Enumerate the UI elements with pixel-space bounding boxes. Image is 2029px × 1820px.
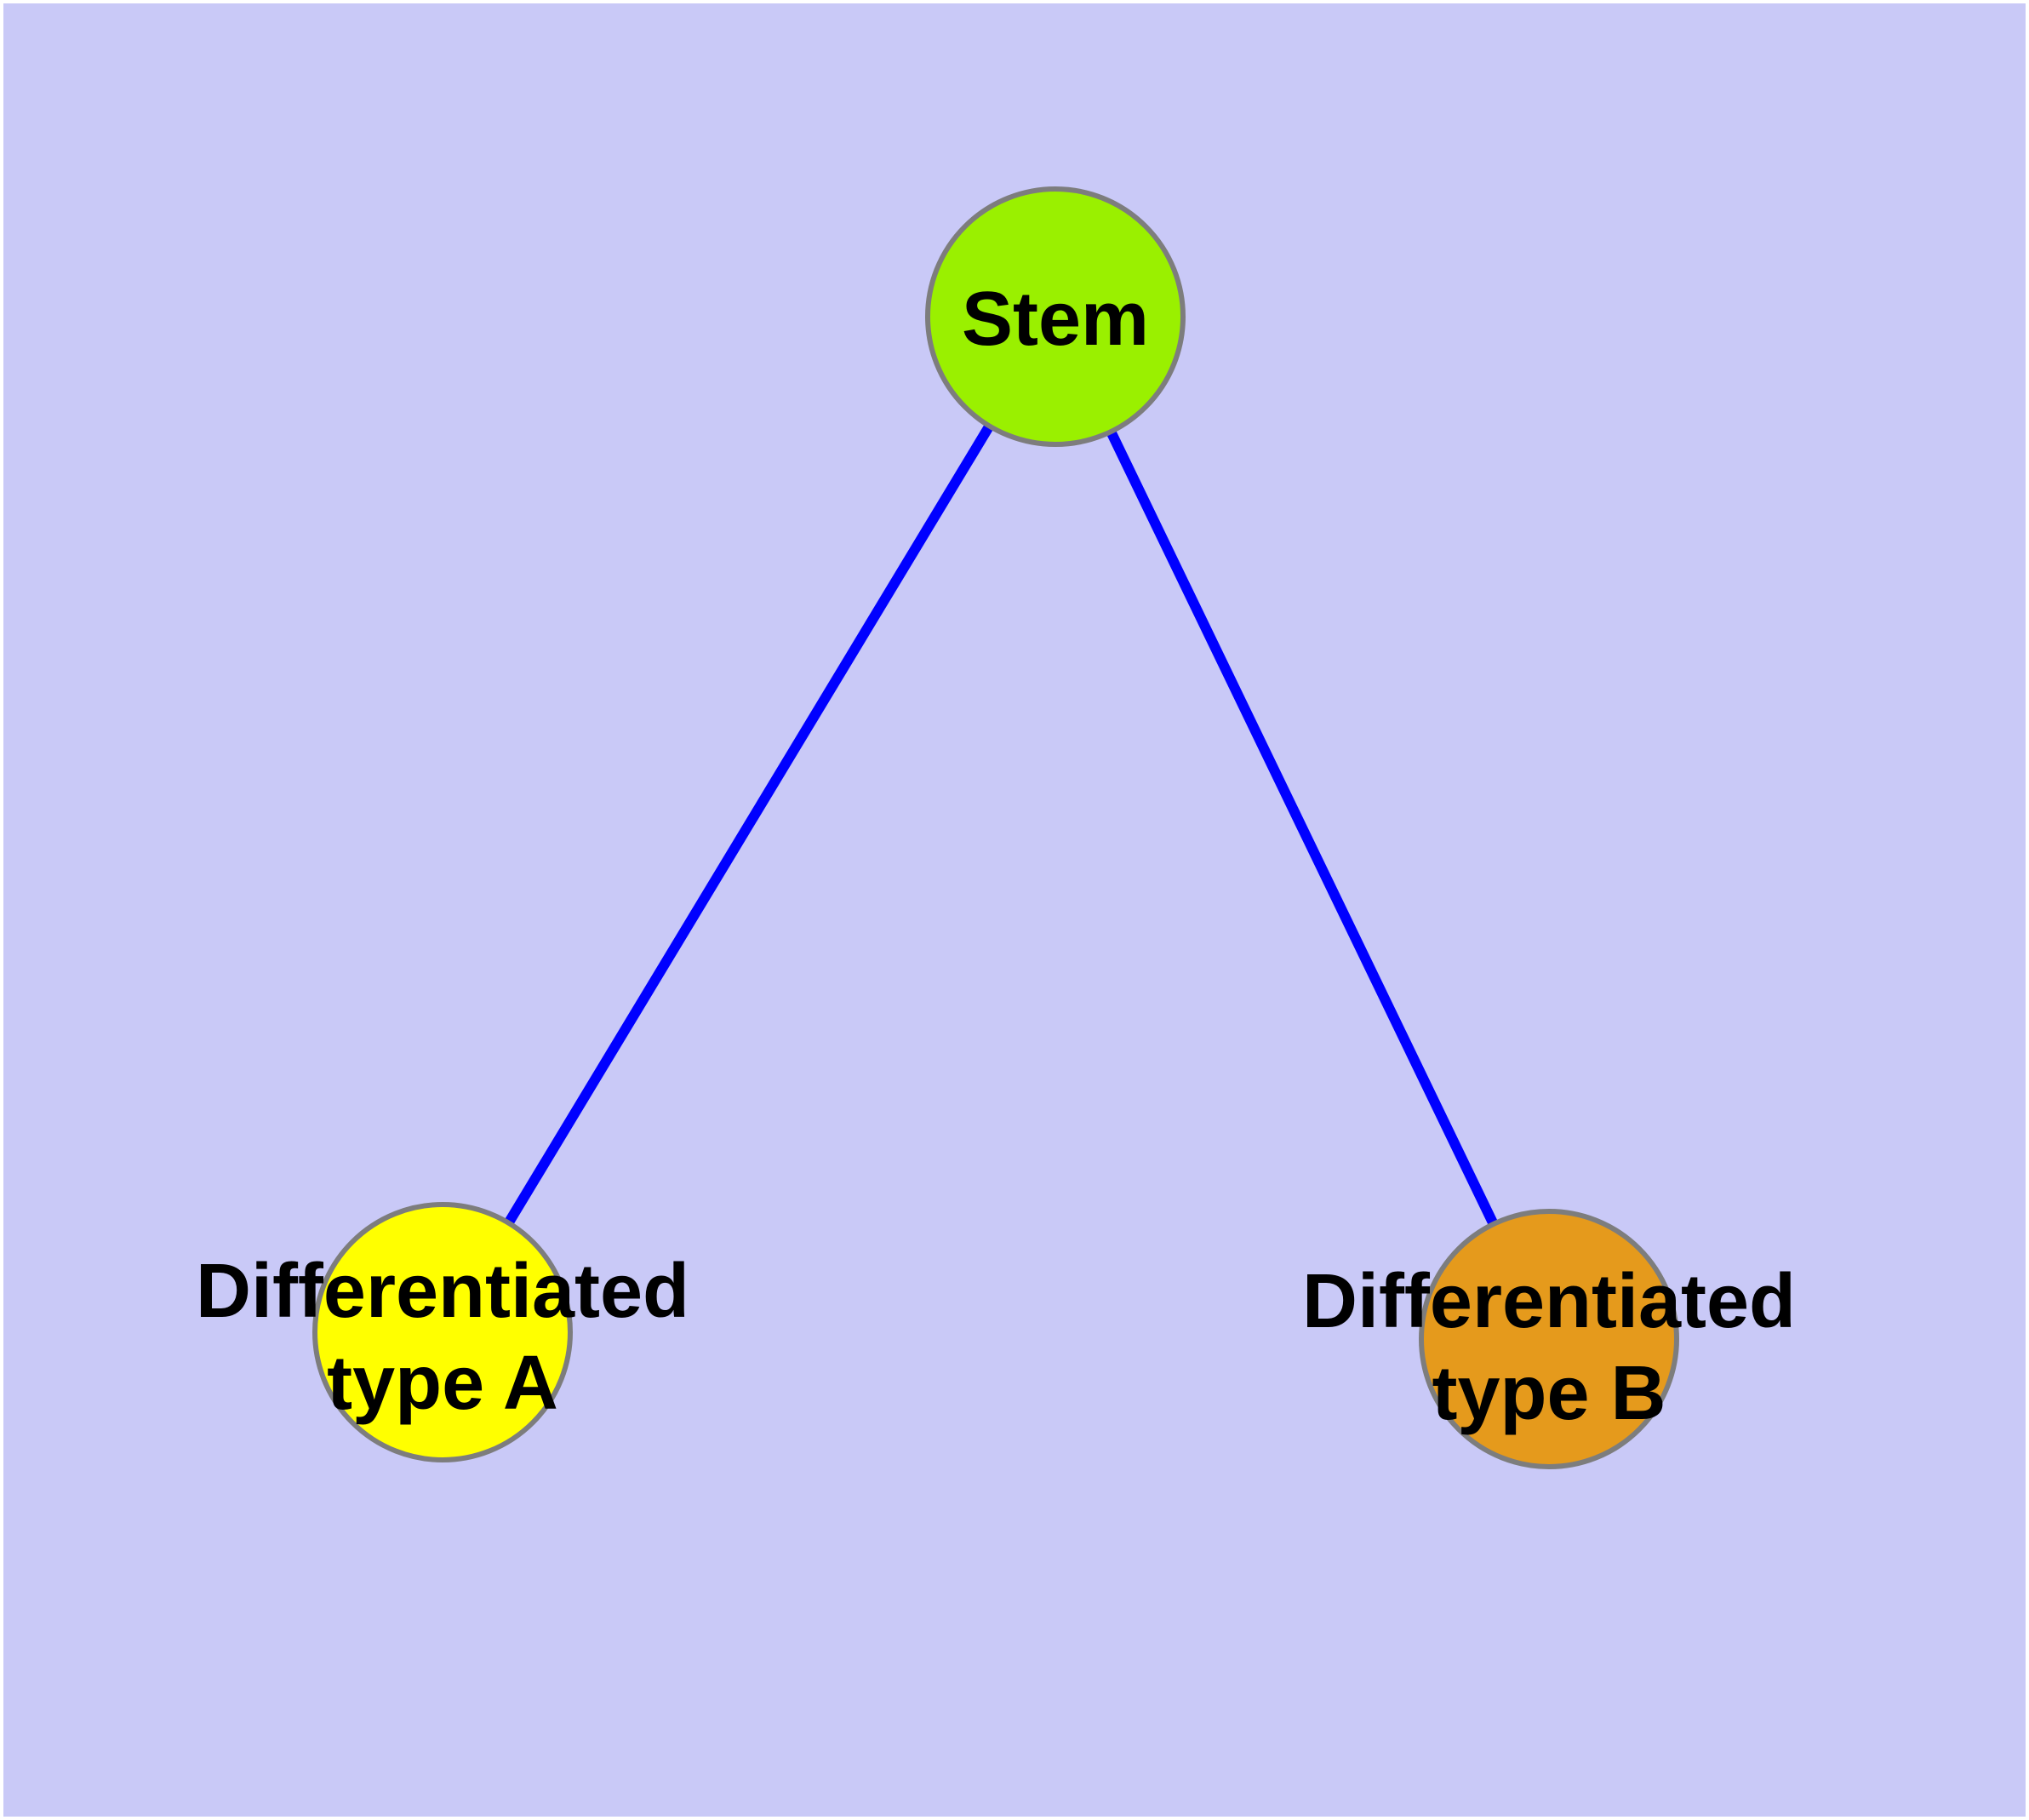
node-type-b-label-line2: type B (1432, 1351, 1666, 1436)
node-stem-label: Stem (962, 277, 1149, 362)
node-type-b-label-line1: Differentiated (1302, 1259, 1796, 1344)
node-stem (925, 186, 1186, 447)
node-differentiated-type-a (312, 1202, 573, 1462)
edge-stem-to-type-a (437, 313, 1060, 1336)
node-type-a-label-line1: Differentiated (196, 1249, 689, 1334)
node-differentiated-type-b (1419, 1209, 1679, 1469)
node-type-a-label-line2: type A (327, 1341, 558, 1426)
edge-stem-to-type-b (1050, 314, 1554, 1342)
